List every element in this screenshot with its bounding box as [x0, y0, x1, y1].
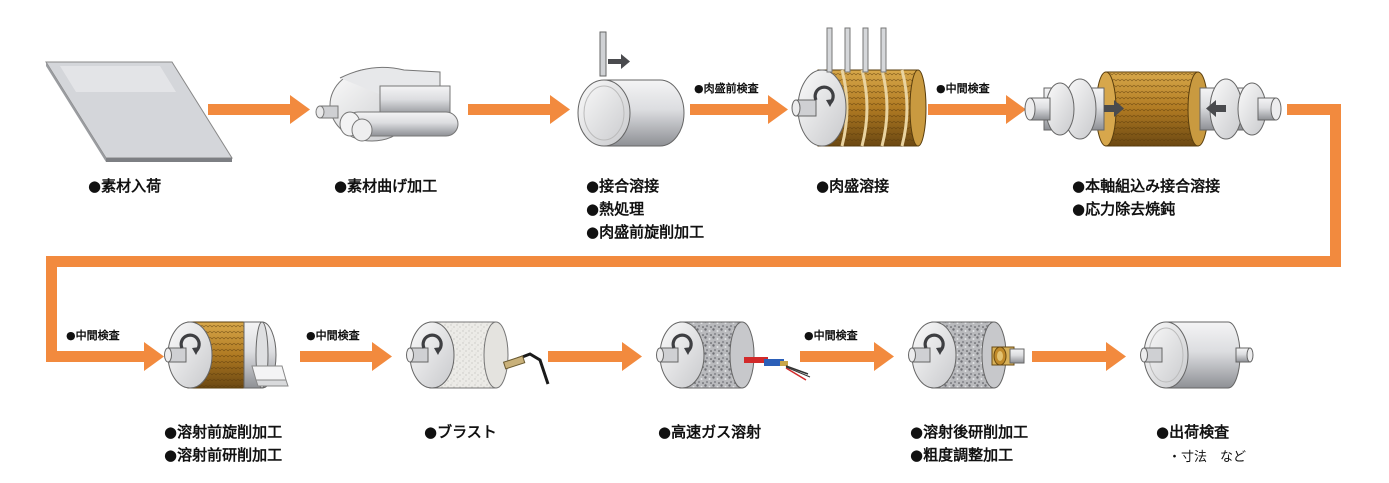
- step-label-blast: ●ブラスト: [424, 421, 497, 444]
- arrow-label-intermediate-inspection: ●中間検査: [804, 329, 858, 342]
- step-label-line: ●高速ガス溶射: [658, 423, 762, 441]
- shaft-assembly-illustration: [1024, 71, 1282, 147]
- raw-plate-illustration: [45, 61, 233, 162]
- arrow-label-intermediate-inspection: ●中間検査: [66, 329, 120, 342]
- pre-spray-turning-illustration: [164, 321, 289, 389]
- step-label-hvof: ●高速ガス溶射: [658, 421, 761, 444]
- step-label-buildup-weld: ●肉盛溶接: [816, 175, 889, 198]
- flow-arrow: [468, 95, 570, 124]
- flow-arrow: [208, 95, 310, 124]
- step-label-line: ●接合溶接: [586, 177, 660, 195]
- step-label-line: ●応力除去焼鈍: [1072, 200, 1176, 218]
- arrow-label-pre-buildup-inspection: ●肉盛前検査: [694, 82, 759, 95]
- step-label-post-spray-grinding: ●溶射後研削加工 ●粗度調整加工: [910, 421, 1028, 467]
- step-label-line: ●出荷検査: [1156, 423, 1230, 441]
- joined-cylinder-illustration: [577, 31, 685, 147]
- step-label-joining: ●接合溶接 ●熱処理 ●肉盛前旋削加工: [586, 175, 704, 244]
- step-label-line: ●素材入荷: [88, 177, 162, 195]
- blast-illustration: [406, 321, 550, 389]
- step-label-bending: ●素材曲げ加工: [334, 175, 437, 198]
- arrow-label-intermediate-inspection: ●中間検査: [306, 329, 360, 342]
- step-label-line: ●溶射前研削加工: [164, 446, 283, 464]
- step-label-line: ●溶射前旋削加工: [164, 423, 283, 441]
- step-label-pre-spray-machining: ●溶射前旋削加工 ●溶射前研削加工: [164, 421, 282, 467]
- bending-illustration: [315, 66, 459, 142]
- step-label-line: ●熱処理: [586, 200, 645, 218]
- arrow-label-intermediate-inspection: ●中間検査: [936, 82, 990, 95]
- step-label-line: ●素材曲げ加工: [334, 177, 438, 195]
- shipping-inspection-note: ・寸法 など: [1168, 450, 1247, 465]
- hvof-spray-illustration: [656, 321, 811, 389]
- buildup-weld-illustration: [791, 27, 927, 147]
- step-label-line: ●ブラスト: [424, 423, 497, 441]
- flow-connector: [46, 104, 1341, 371]
- step-label-line: ●本軸組込み接合溶接: [1072, 177, 1221, 195]
- step-label-line: ●肉盛溶接: [816, 177, 890, 195]
- flow-arrow: [800, 342, 894, 371]
- step-label-line: ●溶射後研削加工: [910, 423, 1029, 441]
- step-label-material-receipt: ●素材入荷: [88, 175, 161, 198]
- flow-arrow: [690, 95, 788, 124]
- flow-arrows: [46, 95, 1341, 371]
- step-label-shaft-assembly: ●本軸組込み接合溶接 ●応力除去焼鈍: [1072, 175, 1220, 221]
- finished-roll-illustration: [1140, 321, 1254, 389]
- flow-arrow: [300, 342, 392, 371]
- step-label-line: ●肉盛前旋削加工: [586, 223, 705, 241]
- flow-arrow: [548, 342, 642, 371]
- flow-arrow: [928, 95, 1026, 124]
- flow-arrow: [1032, 342, 1126, 371]
- step-label-shipping-inspection: ●出荷検査: [1156, 421, 1229, 444]
- grinding-illustration: [908, 321, 1025, 389]
- step-label-line: ●粗度調整加工: [910, 446, 1014, 464]
